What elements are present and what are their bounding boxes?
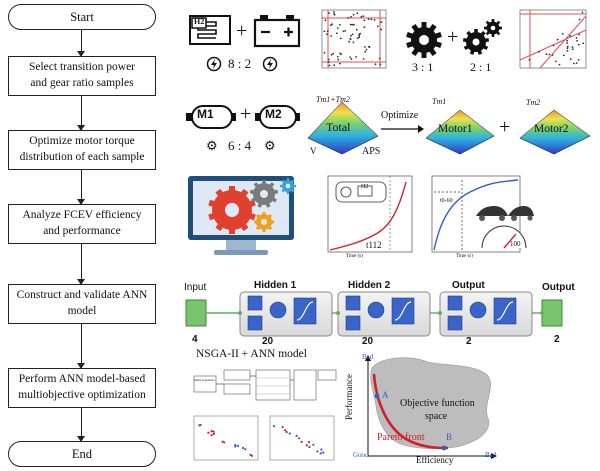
motor-cog-left: ⚙ [206,138,218,153]
time-marker-label: t112 [366,240,382,250]
nn-hidden1-size: 20 [262,336,274,347]
pareto-point-b: B [446,432,453,442]
perf-x-axis-label: Time (s) [456,254,473,259]
surface-motor2-label: Motor2 [534,123,569,135]
torque-surface-motor1 [425,109,495,155]
pareto-region-label2: space [425,411,448,422]
step-analyze-fcev: Analyze FCEV efficiency and performance [8,204,156,244]
motor1-icon [186,105,236,129]
power-ratio: 8 : 2 [228,56,252,71]
eff-h2-label: H2 [361,184,369,190]
pareto-good: Good [353,451,369,459]
power-icon-right [262,56,278,72]
gear-sample-scatter [519,9,587,69]
step2-line2: distribution of each sample [19,151,145,163]
pareto-bad-top: Bad [362,353,374,361]
optimize-arrow [381,125,424,133]
efficiency-plot [327,175,413,253]
nn-output-layer-label: Output [452,280,485,291]
end-label: End [71,446,93,461]
nn-hidden2-size: 20 [362,336,374,347]
row1-plus-1: + [236,20,248,42]
car-speedometer-icon [476,206,534,249]
nn-output-size: 2 [554,334,560,345]
eff-x-axis-label: Time (s) [346,254,363,259]
torque-surface-motor2 [519,109,591,155]
fuel-cell-icon [189,15,231,45]
pareto-ylabel: Performance [343,374,354,420]
arrow-1 [76,30,87,57]
pareto-point-a: A [382,390,389,400]
tm-sum-label: Tm1+Tm2 [316,95,350,104]
init-pop-label: Initial population [194,378,215,382]
arrow-2 [76,96,87,131]
motor2-icon [255,105,300,129]
step5-line2: multiobjective optimization [18,389,146,401]
ann-diagram [185,291,563,337]
nn-input-size: 4 [192,334,198,345]
surface-total-label: Total [326,120,351,134]
row2-plus-2: + [499,116,511,138]
nn-output-label: Output [542,282,575,293]
h2-label: H2 [194,17,205,26]
motor1-label: M1 [197,107,214,121]
torque-surface-total [307,101,379,155]
arrow-6 [76,408,87,442]
step-construct-ann: Construct and validate ANN model [8,284,156,324]
v-axis-label: V [310,146,317,156]
nsga-title: NSGA-II + ANN model [196,348,307,360]
power-icon-left [206,56,222,72]
arrow-3 [76,170,87,205]
step4-line1: Construct and validate ANN [16,289,148,302]
motor2-label: M2 [265,107,282,121]
nn-hidden1-label: Hidden 1 [254,280,297,291]
speed-marker-label: 100 [510,240,521,248]
tm2-label: Tm2 [526,98,541,107]
arrow-5 [76,324,87,369]
gear-large-icon [406,22,442,58]
optimize-label: Optimize [381,110,419,121]
accel-marker-label: t0-60 [440,198,453,204]
arrow-4 [76,244,87,285]
step1-line1: Select transition power [28,61,136,74]
row1-plus-2: + [447,26,459,48]
nn-input-label: Input [184,282,207,293]
motor-cog-right: ⚙ [264,138,276,153]
step3-line1: Analyze FCEV efficiency [22,209,142,222]
start-label: Start [70,9,94,24]
step3-line2: and performance [43,225,121,237]
tm1-label: Tm1 [432,97,447,106]
step-select-samples: Select transition power and gear ratio sa… [8,56,156,96]
step4-line2: model [67,305,97,317]
row2-plus-1: + [240,103,252,125]
nsga-flow-diagram [193,369,337,461]
step-optimize-torque: Optimize motor torque distribution of eac… [8,130,156,170]
nn-output-layer-size: 2 [466,336,472,347]
pareto-front-label: Pareto front [377,432,425,443]
step5-line1: Perform ANN model-based [18,373,146,386]
step2-line1: Optimize motor torque [29,135,135,148]
nn-hidden2-label: Hidden 2 [348,280,391,291]
motor-ratio: 6 : 4 [228,138,252,153]
power-sample-scatter [321,9,387,69]
gear-ratio-b: 2 : 1 [470,60,492,74]
pareto-region-label: Objective function [400,398,475,409]
end-node: End [8,441,156,467]
aps-axis-label: APS [362,146,381,157]
pareto-xlabel: Efficiency [416,455,454,465]
pareto-chart [365,355,497,459]
step-perform-moo: Perform ANN model-based multiobjective op… [8,368,156,408]
surface-motor1-label: Motor1 [438,123,473,135]
pareto-bad-right: Bad [485,451,497,459]
start-node: Start [8,4,156,30]
gear-ratio-a: 3 : 1 [412,60,434,74]
battery-icon [253,15,301,48]
gear-small-icon [462,19,502,55]
step1-line2: and gear ratio samples [30,77,134,89]
computer-gears-icon [188,176,296,255]
